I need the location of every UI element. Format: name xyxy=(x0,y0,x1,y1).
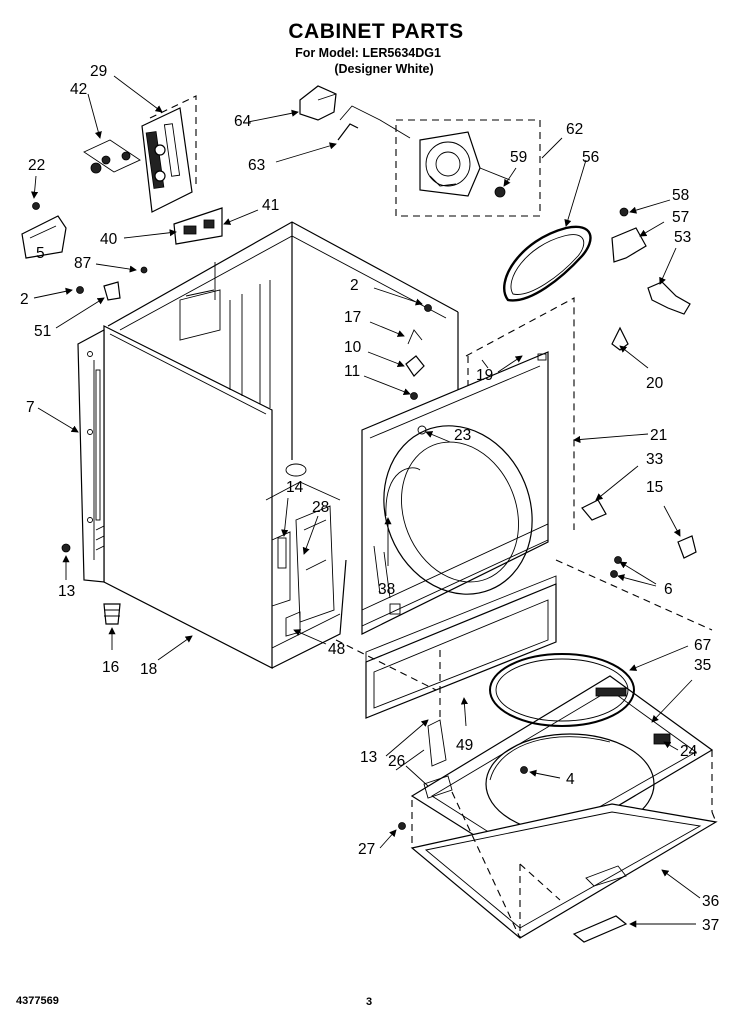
callout-11: 11 xyxy=(344,363,360,380)
toe-panel-drawing xyxy=(335,575,557,767)
callout-15: 15 xyxy=(646,479,663,496)
callout-41: 41 xyxy=(262,197,279,214)
control-bracket-drawing xyxy=(21,95,223,301)
callout-18: 18 xyxy=(140,661,157,678)
callout-16: 16 xyxy=(102,659,119,676)
callout-14: 14 xyxy=(286,479,304,496)
callout-19: 19 xyxy=(476,367,493,384)
callout-51: 51 xyxy=(34,323,51,340)
callout-38: 38 xyxy=(378,581,395,598)
callout-4: 4 xyxy=(566,771,575,788)
door-hardware-drawing xyxy=(581,207,697,578)
callout-21: 21 xyxy=(650,427,667,444)
callout-59: 59 xyxy=(510,149,527,166)
callout-62: 62 xyxy=(566,121,583,138)
callout-24: 24 xyxy=(680,743,698,760)
cabinet-drawing xyxy=(77,221,459,669)
callout-26: 26 xyxy=(388,753,405,770)
leader-lines xyxy=(30,75,701,928)
callout-49: 49 xyxy=(456,737,473,754)
callout-7: 7 xyxy=(26,399,35,416)
front-panel-drawing xyxy=(361,297,575,635)
callout-22: 22 xyxy=(28,157,45,174)
callout-56: 56 xyxy=(582,149,599,166)
callout-10: 10 xyxy=(344,339,362,356)
callout-20: 20 xyxy=(646,375,664,392)
callout-2-center: 2 xyxy=(350,277,359,294)
drive-belt-drawing xyxy=(503,225,592,302)
model-subtitle: For Model: LER5634DG1 xyxy=(295,46,441,60)
page-number: 3 xyxy=(366,996,373,1008)
callout-48: 48 xyxy=(328,641,345,658)
callout-42: 42 xyxy=(70,81,87,98)
callout-13-bottom: 13 xyxy=(360,749,377,766)
callout-57: 57 xyxy=(672,209,689,226)
callout-29: 29 xyxy=(90,63,107,80)
callout-5: 5 xyxy=(36,245,45,262)
base-drawing xyxy=(398,559,718,943)
callout-53: 53 xyxy=(674,229,691,246)
color-variant: (Designer White) xyxy=(334,62,434,76)
callout-37: 37 xyxy=(702,917,719,934)
page-title: CABINET PARTS xyxy=(288,20,464,43)
callout-40: 40 xyxy=(100,231,118,248)
callout-35: 35 xyxy=(694,657,711,674)
document-number: 4377569 xyxy=(16,995,59,1007)
callout-87: 87 xyxy=(74,255,91,272)
callout-13-left: 13 xyxy=(58,583,75,600)
foot-drawing xyxy=(61,543,121,625)
callout-36: 36 xyxy=(702,893,719,910)
callout-2-left: 2 xyxy=(20,291,29,308)
callout-63: 63 xyxy=(248,157,265,174)
callout-67: 67 xyxy=(694,637,711,654)
callout-58: 58 xyxy=(672,187,689,204)
callout-64: 64 xyxy=(234,113,252,130)
callout-27: 27 xyxy=(358,841,375,858)
callout-17: 17 xyxy=(344,309,361,326)
callout-28: 28 xyxy=(312,499,329,516)
callout-6: 6 xyxy=(664,581,673,598)
callout-33: 33 xyxy=(646,451,663,468)
callout-23: 23 xyxy=(454,427,471,444)
callout-labels: 29 42 22 64 63 41 40 5 87 2 51 7 13 16 1… xyxy=(20,63,719,934)
motor-drawing xyxy=(299,85,541,217)
